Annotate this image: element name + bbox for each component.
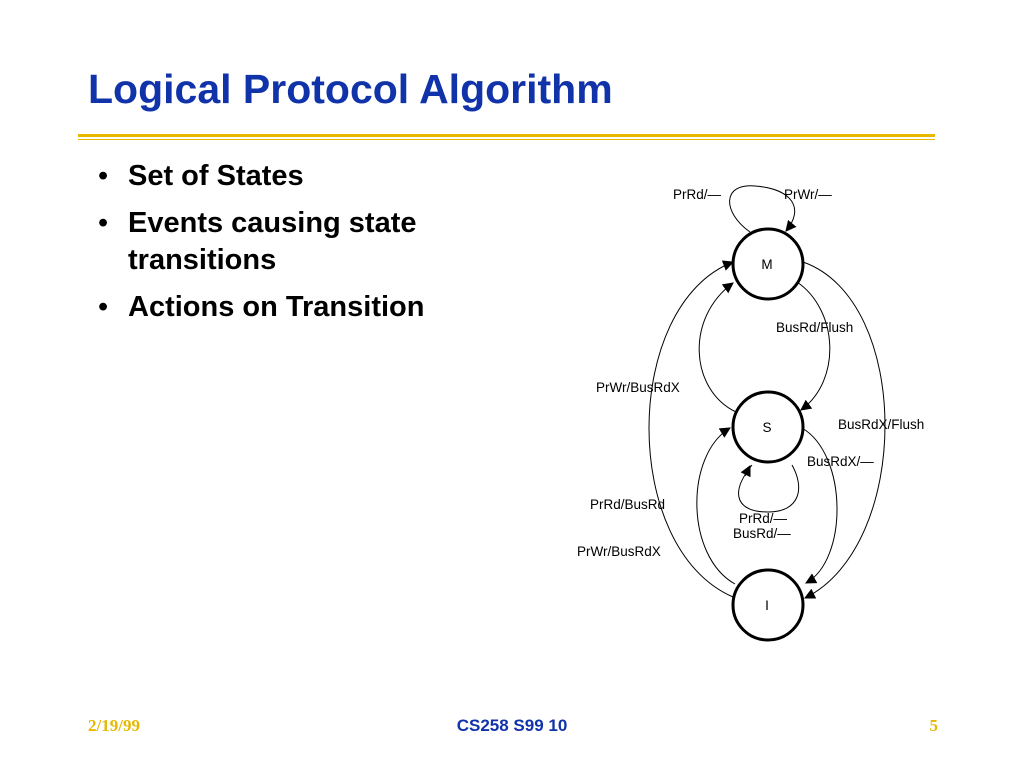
edge-m-to-s (796, 281, 831, 411)
bullet-text: Set of States (128, 160, 304, 192)
footer-page-number: 5 (929, 716, 939, 735)
label-i-to-m: PrWr/BusRdX (577, 544, 661, 559)
state-i-label: I (765, 598, 769, 613)
state-s-label: S (762, 420, 771, 435)
label-m-self-write: PrWr/— (784, 187, 832, 202)
state-s-node (731, 390, 805, 464)
edge-i-to-s (696, 427, 736, 585)
footer-course: CS258 S99 10 (456, 716, 568, 735)
title-divider-thin (78, 139, 935, 140)
bullet-item: • Actions on Transition (98, 289, 498, 326)
bullet-item: • Set of States (98, 158, 498, 195)
label-s-self-read: PrRd/— (739, 511, 788, 526)
edge-s-to-i (801, 427, 838, 584)
bullet-item: • Events causing state transitions (98, 205, 498, 279)
label-s-to-i: BusRdX/— (807, 454, 874, 469)
slide-title: Logical Protocol Algorithm (88, 66, 613, 112)
label-m-to-i: BusRdX/Flush (838, 417, 924, 432)
edge-s-self-loop-head (740, 465, 751, 478)
state-m-node (731, 227, 805, 301)
bullet-list: • Set of States • Events causing state tra… (98, 158, 498, 336)
bullet-glyph: • (98, 207, 109, 239)
bullet-glyph: • (98, 160, 109, 192)
label-s-self-busrd: BusRd/— (733, 526, 791, 541)
title-divider (78, 134, 935, 137)
bullet-glyph: • (98, 291, 109, 323)
label-m-to-s: BusRd/Flush (776, 320, 853, 335)
edge-s-self-loop (738, 464, 800, 513)
label-m-self-read: PrRd/— (673, 187, 722, 202)
bullet-text: Events causing state transitions (128, 207, 417, 276)
label-s-to-m: PrWr/BusRdX (596, 380, 680, 395)
label-i-to-s: PrRd/BusRd (590, 497, 665, 512)
footer-date: 2/19/99 (88, 716, 140, 735)
edge-s-to-m (698, 282, 737, 413)
edge-m-to-i (802, 261, 886, 599)
bullet-text: Actions on Transition (128, 291, 425, 323)
state-m-label: M (761, 257, 772, 272)
edge-i-to-m (648, 260, 735, 598)
edge-m-self-loop (729, 185, 797, 233)
state-i-node (731, 568, 805, 642)
